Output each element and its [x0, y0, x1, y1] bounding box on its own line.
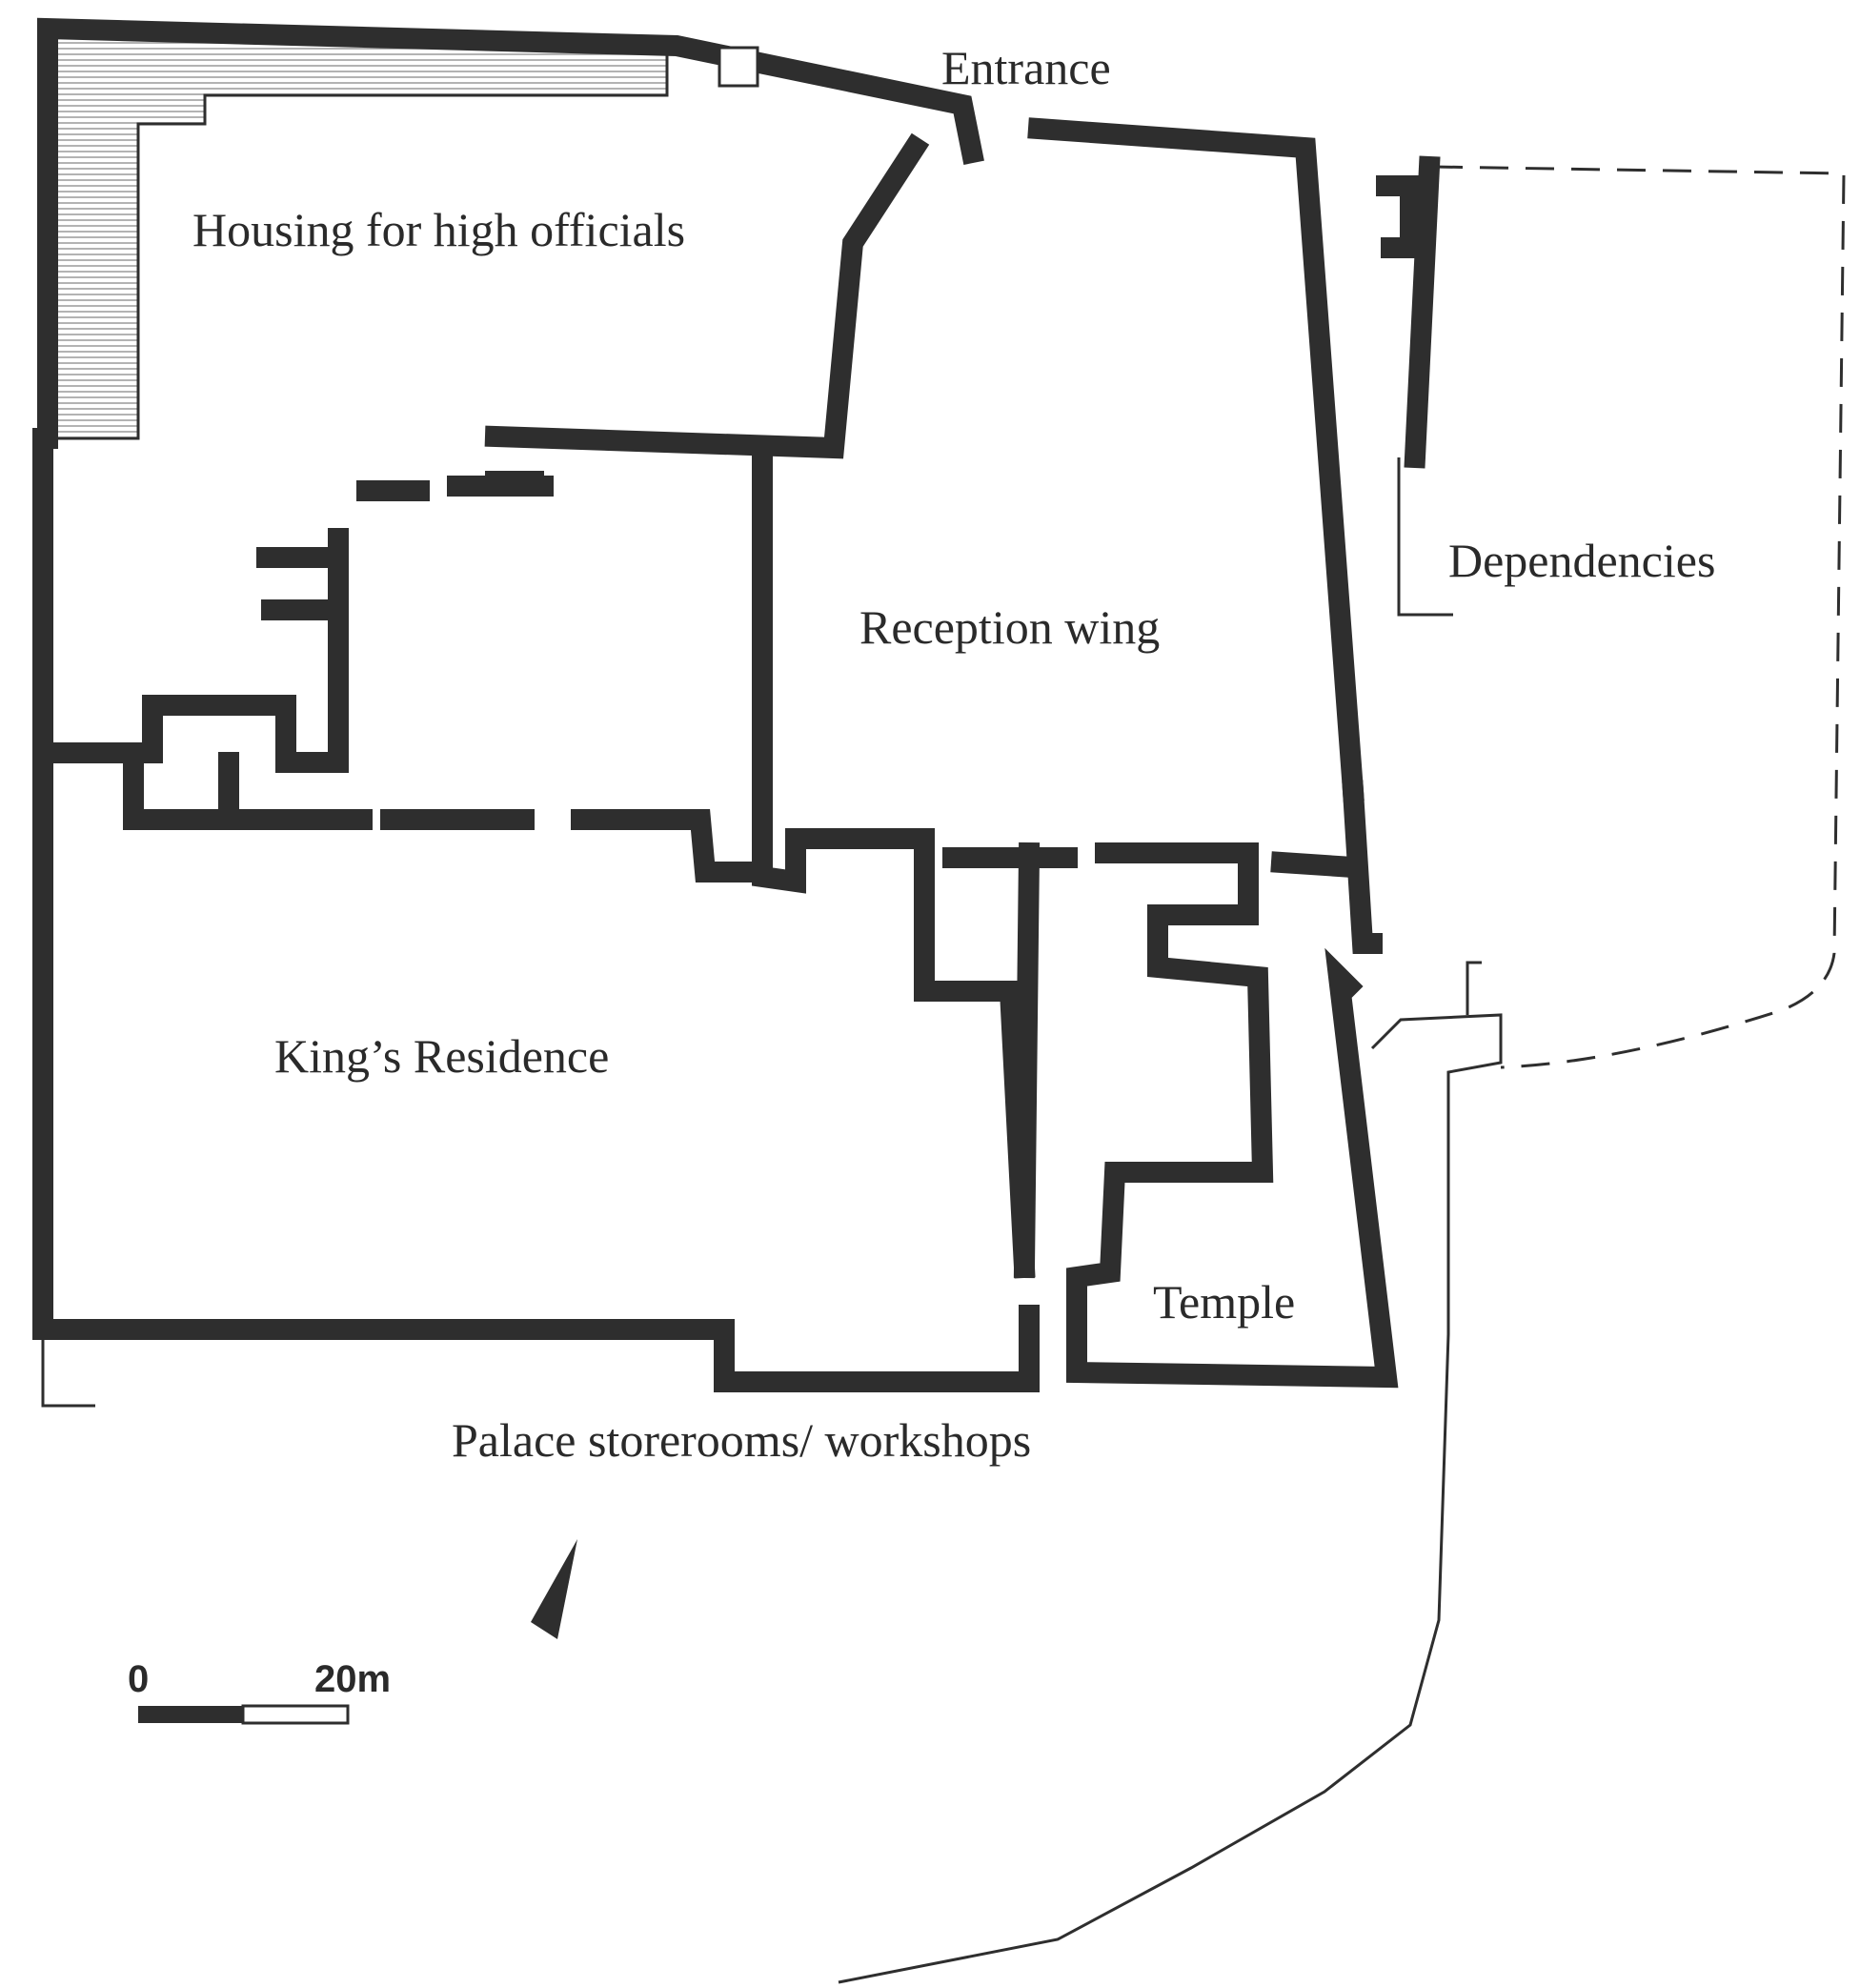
north-arrow-icon: [531, 1539, 577, 1639]
label-reception: Reception wing: [859, 600, 1160, 654]
label-dependencies: Dependencies: [1448, 534, 1715, 587]
label-housing: Housing for high officials: [192, 203, 685, 256]
dependencies-enclosure: [1433, 165, 1846, 1069]
label-kings-residence: King’s Residence: [274, 1029, 609, 1083]
palace-walls: [32, 17, 1441, 1392]
thin-lines: [41, 457, 1503, 1984]
label-entrance: Entrance: [941, 41, 1111, 94]
entrance-notch: [718, 46, 759, 88]
scale-bar: 0 20m: [128, 1658, 391, 1725]
scale-start-label: 0: [128, 1658, 149, 1700]
label-temple: Temple: [1153, 1275, 1295, 1329]
label-storerooms: Palace storerooms/ workshops: [452, 1413, 1031, 1467]
scale-end-label: 20m: [314, 1658, 391, 1700]
hatched-area: [46, 27, 669, 440]
